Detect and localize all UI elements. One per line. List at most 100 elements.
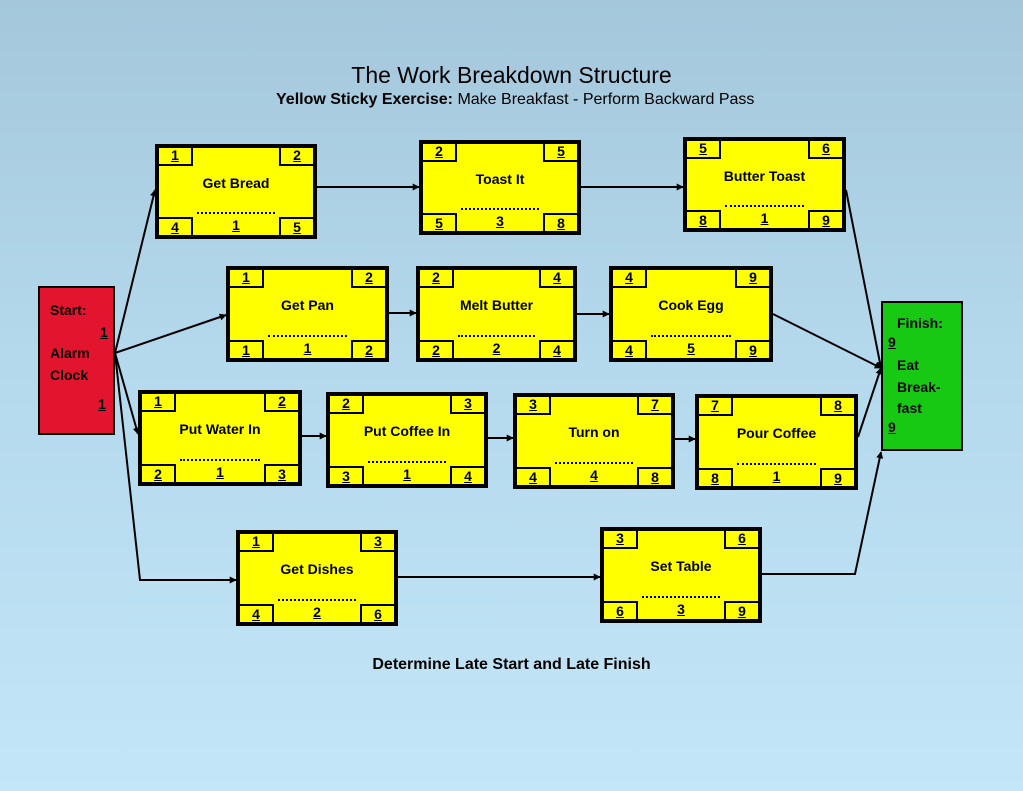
divider [642,596,720,598]
task-name: Melt Butter [459,297,534,313]
early-start: 1 [240,534,274,552]
late-finish: 8 [543,213,577,231]
duration: 1 [772,468,781,484]
task-turn-on: 3 7 Turn on 4 4 8 [513,393,675,489]
start-name-line1: Alarm [50,345,90,361]
task-get-dishes: 1 3 Get Dishes 4 2 6 [236,530,398,626]
task-name: Butter Toast [723,168,806,184]
divider [737,463,816,465]
duration: 5 [687,340,695,356]
late-finish: 2 [351,340,385,358]
arrow-cook-egg-to-finish [772,313,882,369]
page-subtitle: Yellow Sticky Exercise: Make Breakfast -… [276,91,754,109]
task-put-water-in: 1 2 Put Water In 2 1 3 [138,390,302,486]
start-name-line2: Clock [50,367,89,383]
early-start: 2 [330,396,364,414]
early-start: 1 [230,270,264,288]
early-finish: 2 [264,394,298,412]
task-name: Turn on [568,424,620,440]
early-finish: 2 [279,148,313,166]
arrow-start-to-get-dishes [114,352,237,584]
task-name: Get Bread [202,175,270,191]
early-finish: 4 [539,270,573,288]
arrow-pour-coffee-to-finish [857,367,883,438]
early-start: 3 [604,531,638,549]
divider [461,208,539,210]
duration: 2 [313,604,321,620]
finish-name-line2: Break- [897,379,941,395]
subtitle-bold: Yellow Sticky Exercise: [276,91,453,108]
late-start: 3 [330,466,364,484]
early-start: 5 [687,141,721,159]
divider [278,599,356,601]
finish-name-line3: fast [897,400,922,416]
late-finish: 6 [360,604,394,622]
task-name: Toast It [475,171,525,187]
early-start: 7 [699,398,733,416]
late-finish: 8 [637,467,671,485]
arrow-set-table-to-finish [762,451,884,575]
page-title: The Work Breakdown Structure [351,62,672,88]
task-pour-coffee: 7 8 Pour Coffee 8 1 9 [695,394,858,490]
footer-instruction: Determine Late Start and Late Finish [372,656,651,673]
late-start: 4 [517,467,551,485]
task-toast-it: 2 5 Toast It 5 3 8 [419,140,581,235]
divider [458,335,535,337]
early-finish: 2 [351,270,385,288]
arrow-butter-toast-to-finish [845,189,884,369]
duration: 1 [216,464,224,480]
task-name: Set Table [650,558,712,574]
early-start: 1 [142,394,176,412]
duration: 1 [232,217,240,233]
divider [555,462,633,464]
finish-node: Finish: 9 Eat Break- fast 9 [881,301,963,451]
divider [268,335,347,337]
task-name: Get Dishes [280,561,354,577]
duration: 1 [303,340,312,356]
task-name: Cook Egg [658,297,724,313]
task-name: Pour Coffee [736,425,817,441]
early-start: 4 [613,270,647,288]
duration: 1 [403,466,411,482]
late-finish: 3 [264,464,298,482]
early-finish: 9 [735,270,769,288]
late-start: 1 [230,340,264,358]
task-get-pan: 1 2 Get Pan 1 1 2 [226,266,389,362]
task-cook-egg: 4 9 Cook Egg 4 5 9 [609,266,773,362]
early-start: 2 [420,270,454,288]
duration: 3 [677,601,685,617]
late-start: 2 [142,464,176,482]
duration: 3 [496,213,504,229]
late-finish: 4 [539,340,573,358]
finish-label: Finish: [897,315,943,331]
late-start: 6 [604,601,638,619]
task-put-coffee-in: 2 3 Put Coffee In 3 1 4 [326,392,488,488]
finish-top-number: 9 [888,334,896,350]
task-melt-butter: 2 4 Melt Butter 2 2 4 [416,266,577,362]
late-start: 4 [613,340,647,358]
early-finish: 3 [450,396,484,414]
divider [651,335,731,337]
duration: 1 [760,210,769,226]
late-start: 5 [423,213,457,231]
early-finish: 3 [360,534,394,552]
late-finish: 5 [279,217,313,235]
late-finish: 9 [820,468,854,486]
start-top-number: 1 [100,324,108,340]
late-finish: 9 [735,340,769,358]
start-node: Start: 1 Alarm Clock 1 [38,286,115,435]
late-finish: 4 [450,466,484,484]
early-finish: 6 [808,141,842,159]
late-start: 8 [687,210,721,228]
early-finish: 8 [820,398,854,416]
duration: 4 [590,467,598,483]
arrow-start-to-get-pan [114,313,227,354]
subtitle-rest: Make Breakfast - Perform Backward Pass [453,91,755,108]
late-finish: 9 [724,601,758,619]
early-start: 3 [517,397,551,415]
late-start: 4 [240,604,274,622]
late-start: 8 [699,468,733,486]
task-butter-toast: 5 6 Butter Toast 8 1 9 [683,137,846,232]
divider [368,461,446,463]
